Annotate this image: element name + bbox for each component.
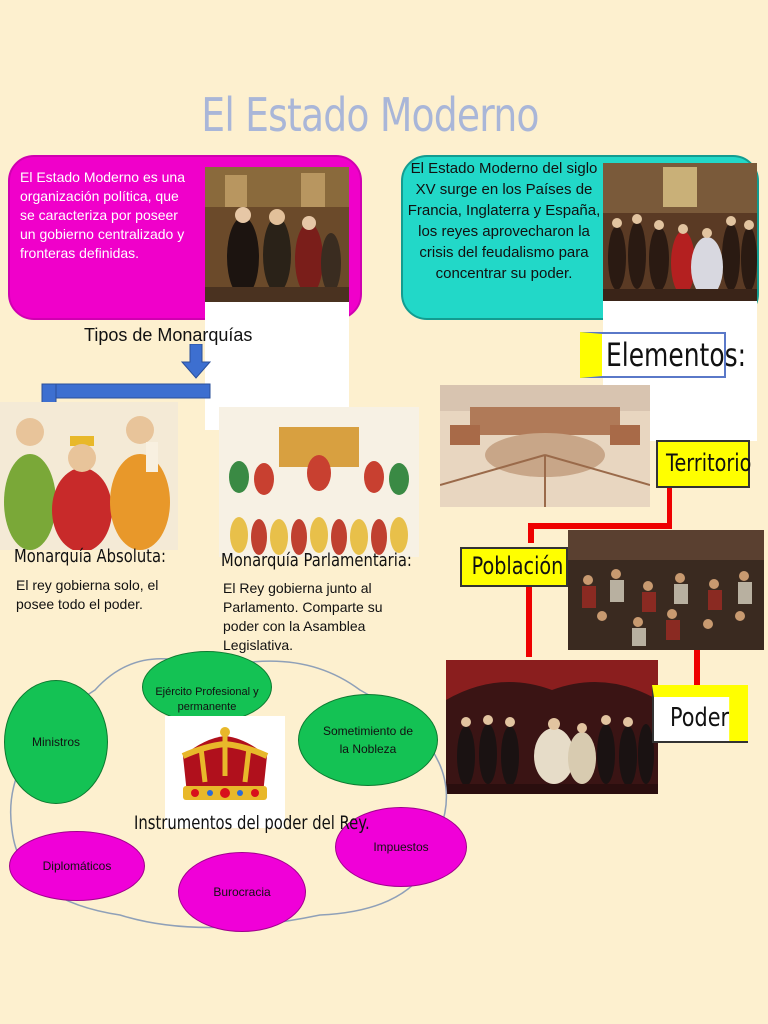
monarchies-heading: Tipos de Monarquías [84,325,253,345]
parliamentary-monarchy-image [219,407,419,557]
instrument-nobility: Sometimiento de la Nobleza [298,694,438,786]
instrument-ministers: Ministros [4,680,108,804]
parliamentary-monarchy-title: Monarquía Parlamentaria: [221,550,412,571]
origin-text: El Estado Moderno del siglo XV surge en … [407,160,601,282]
population-label: Población [460,547,568,587]
court-painting-image [205,167,349,302]
population-image [568,530,764,650]
power-image [446,660,658,794]
connector-line [667,488,672,528]
connector-line [694,650,700,686]
absolute-monarchy-text: El rey gobierna solo, el posee todo el p… [16,577,159,612]
instrument-bureaucracy: Burocracia [178,852,306,932]
definition-text: El Estado Moderno es una organización po… [20,169,185,261]
royal-meeting-image [603,163,757,301]
instrument-diplomats: Diplomáticos [9,831,145,901]
crown-image-frame [165,716,285,828]
connector-line [526,587,532,657]
parliamentary-monarchy-text: El Rey gobierna junto al Parlamento. Com… [223,580,383,653]
connector-line [528,523,672,529]
instruments-heading: Instrumentos del poder del Rey. [134,812,370,834]
instrument-army: Ejército Profesional y permanente [142,651,272,723]
absolute-monarchy-title: Monarquía Absoluta: [14,546,166,567]
crown-icon [181,727,269,800]
elements-heading: Elementos: [580,332,746,378]
power-label: Poder [652,685,748,743]
absolute-monarchy-image [0,402,178,550]
territory-label: Territorio [656,440,751,488]
page-title: El Estado Moderno [201,88,539,142]
instrument-taxes: Impuestos [335,807,467,887]
territory-image [440,385,650,507]
connector-line [528,523,534,543]
